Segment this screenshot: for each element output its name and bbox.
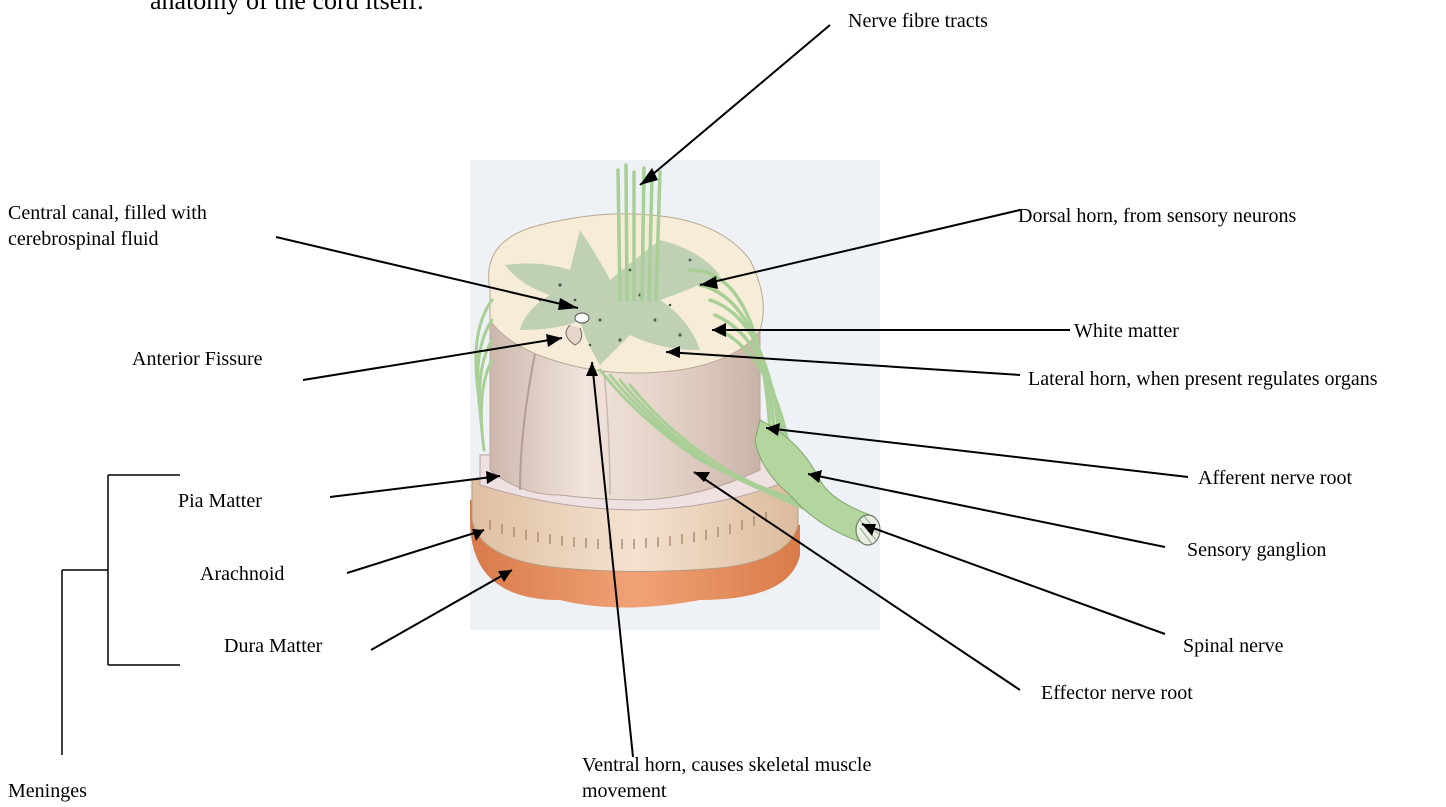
- label-meninges: Meninges: [8, 778, 87, 804]
- label-effector-nerve-root: Effector nerve root: [1041, 680, 1193, 706]
- label-afferent-nerve-root: Afferent nerve root: [1198, 465, 1352, 491]
- label-lateral-horn: Lateral horn, when present regulates org…: [1028, 366, 1438, 392]
- label-dura-matter: Dura Matter: [224, 633, 322, 659]
- label-central-canal: Central canal, filled with cerebrospinal…: [8, 200, 288, 252]
- label-arachnoid: Arachnoid: [200, 561, 284, 587]
- label-white-matter: White matter: [1074, 318, 1179, 344]
- central-canal-shape: [575, 313, 589, 323]
- label-anterior-fissure: Anterior Fissure: [132, 346, 263, 372]
- label-dorsal-horn: Dorsal horn, from sensory neurons: [1018, 203, 1296, 229]
- meninges-bracket: [62, 475, 180, 755]
- label-pia-matter: Pia Matter: [178, 488, 262, 514]
- label-sensory-ganglion: Sensory ganglion: [1187, 537, 1326, 563]
- label-ventral-horn: Ventral horn, causes skeletal muscle mov…: [582, 752, 942, 804]
- label-spinal-nerve: Spinal nerve: [1183, 633, 1284, 659]
- label-nerve-fibre-tracts: Nerve fibre tracts: [848, 8, 988, 34]
